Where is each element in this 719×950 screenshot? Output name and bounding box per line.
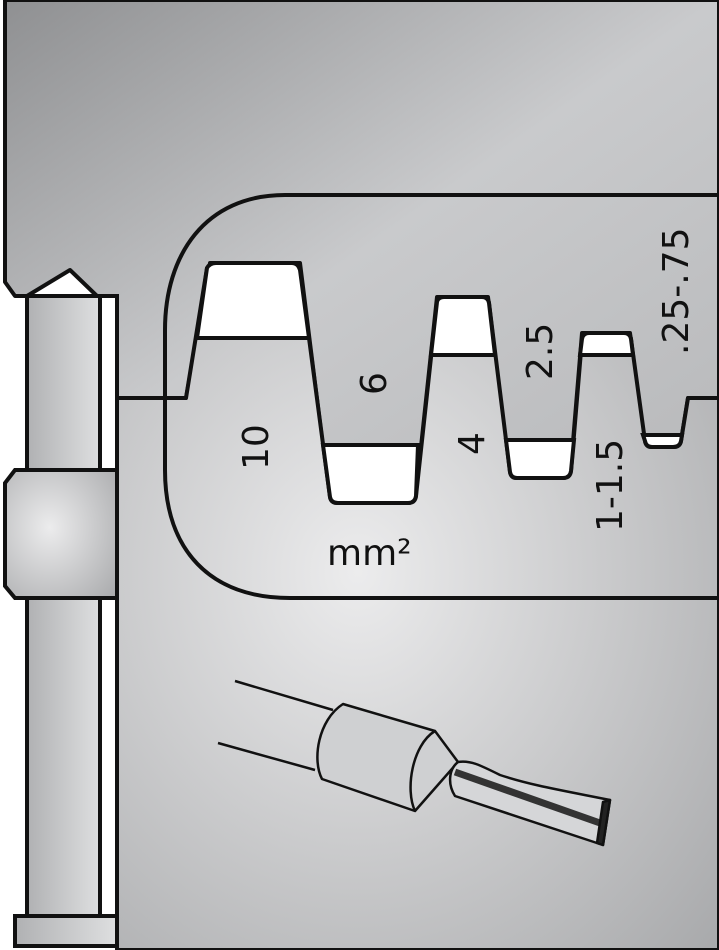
label-6: 6 [354,372,395,395]
cavity-10-opening [194,261,312,340]
guide-block [3,468,119,600]
cavity-2-5-opening [503,438,577,480]
label-2-5: 2.5 [520,323,561,380]
guide-base [13,914,119,948]
cavity-6-opening [320,443,421,505]
label-10: 10 [236,424,277,470]
label-025-075: .25-.75 [656,228,697,356]
unit-label: mm² [327,533,412,574]
cavity-025-075-opening [640,433,685,449]
label-1-1-5: 1-1.5 [590,439,631,532]
insert-outline [163,193,719,600]
guide-bar-lower [25,596,102,918]
ferrule-illustration [217,679,612,847]
guide-strip-upper [98,294,119,472]
cavity-4-opening [428,295,498,357]
label-4: 4 [452,432,493,455]
guide-strip-lower [98,596,119,918]
guide-bar-upper [25,294,102,472]
cavity-1-1-5-opening [577,331,636,357]
